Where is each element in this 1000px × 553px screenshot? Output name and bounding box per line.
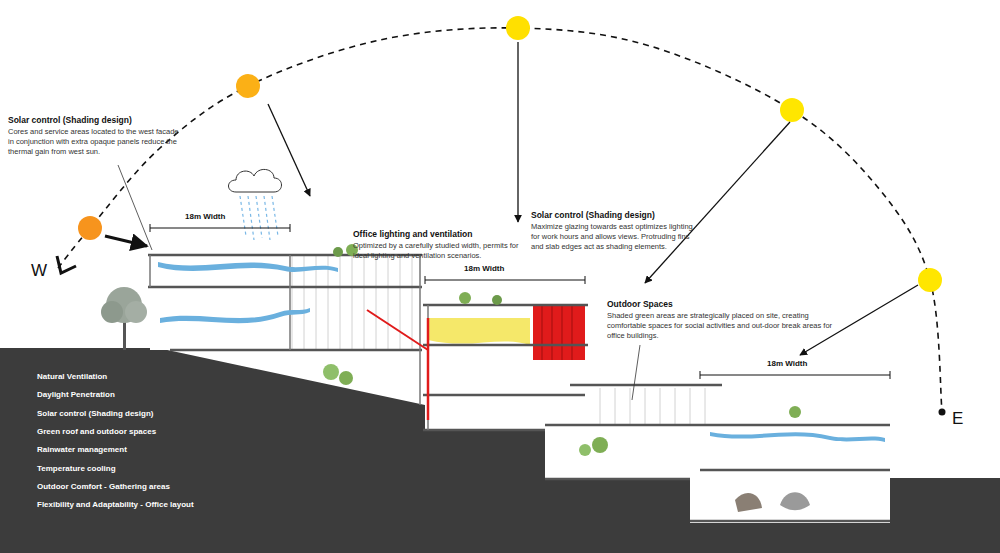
- callout-body: Optimized by a carefully studied width, …: [353, 241, 531, 261]
- dimension-label: 18m Width: [462, 264, 506, 274]
- strategy-item: Green roof and outdoor spaces: [37, 427, 156, 437]
- callout-heading: Solar control (Shading design): [8, 115, 132, 126]
- dimension-label: 18m Width: [183, 212, 227, 222]
- strategy-item: Daylight Penetration: [37, 390, 115, 400]
- strategy-item: Natural Ventilation: [37, 372, 107, 382]
- callout-heading: Outdoor Spaces: [607, 299, 673, 310]
- central-office-block: [367, 292, 600, 430]
- strategy-item: Flexibility and Adaptability - Office la…: [37, 500, 194, 510]
- dimension-label: 18m Width: [765, 359, 809, 369]
- callout-body: Cores and service areas located to the w…: [8, 127, 183, 156]
- tree: [101, 287, 147, 350]
- strategy-item: Solar control (Shading design): [37, 409, 153, 419]
- compass-letter: W: [31, 260, 47, 282]
- compass-letter: E: [952, 408, 963, 430]
- dimension-lines: [150, 224, 890, 379]
- callout-heading: Solar control (Shading design): [531, 210, 655, 221]
- east-office-block: [545, 385, 890, 523]
- leader-lines: [118, 165, 640, 400]
- rain-cloud: [229, 169, 282, 240]
- callout-body: Maximize glazing towards east optimizes …: [531, 222, 696, 251]
- strategy-item: Rainwater management: [37, 445, 127, 455]
- compass-symbol: [57, 256, 76, 273]
- strategy-item: Outdoor Comfort - Gathering areas: [37, 482, 170, 492]
- west-office-block: [148, 244, 422, 405]
- strategy-item: Temperature cooling: [37, 464, 116, 474]
- callout-body: Shaded green areas are strategically pla…: [607, 311, 842, 340]
- callout-heading: Office lighting and ventilation: [353, 229, 472, 240]
